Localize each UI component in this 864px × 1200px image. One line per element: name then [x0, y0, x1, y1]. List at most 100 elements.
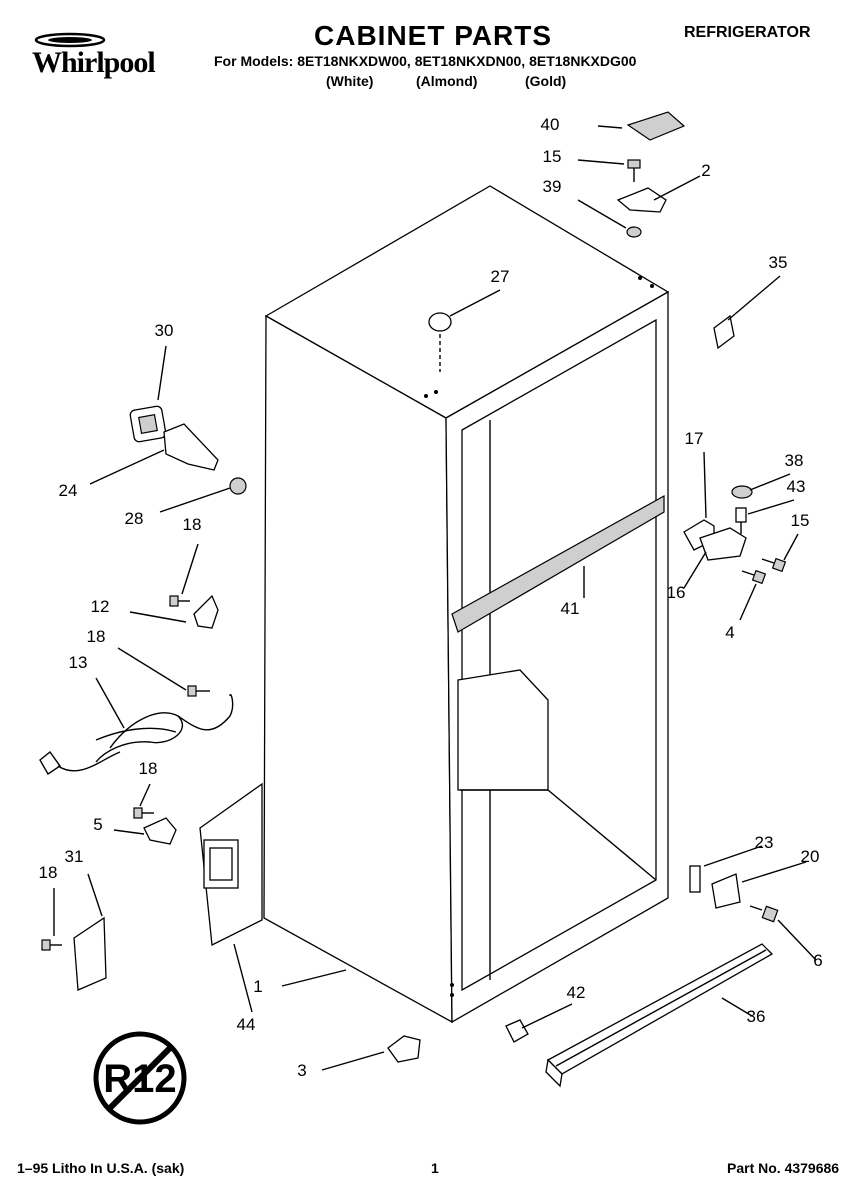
callout-part-15-side: 15: [791, 511, 810, 530]
leader-line-part-17: [703, 451, 707, 519]
brand-name: Whirlpool: [32, 46, 156, 79]
leader-line-part-27: [449, 289, 501, 317]
callout-part-2: 2: [701, 161, 710, 180]
leader-line-part-18-b: [117, 647, 187, 691]
document-title: CABINET PARTS: [314, 20, 553, 51]
leader-line-part-31: [87, 873, 103, 917]
part-28: [229, 477, 247, 495]
callout-part-20: 20: [801, 847, 820, 866]
leader-line-part-23: [703, 845, 763, 867]
leader-line-part-3: [321, 1051, 385, 1071]
print-info: 1–95 Litho In U.S.A. (sak): [17, 1160, 185, 1176]
appliance-category: REFRIGERATOR: [684, 24, 811, 41]
leader-line-part-39: [577, 199, 627, 229]
part-2: [616, 187, 667, 213]
leader-line-part-40: [597, 125, 623, 129]
color-label-gold: (Gold): [525, 73, 567, 89]
callout-part-24: 24: [59, 481, 78, 500]
part-18-c: [133, 807, 154, 819]
page-number: 1: [431, 1160, 439, 1176]
leader-line-part-20: [741, 861, 807, 883]
callout-part-18-b: 18: [87, 627, 106, 646]
leader-line-part-43: [747, 499, 795, 515]
part-39: [626, 226, 642, 238]
leader-line-part-6: [777, 919, 817, 961]
leader-line-part-12: [129, 611, 187, 623]
part-16: [699, 527, 747, 561]
callout-part-41: 41: [561, 599, 580, 618]
part-31: [73, 916, 107, 991]
callout-part-15-top: 15: [543, 147, 562, 166]
callout-part-38: 38: [785, 451, 804, 470]
callout-part-6: 6: [813, 951, 822, 970]
part-35: [713, 314, 735, 350]
part-27: [428, 312, 452, 332]
leader-line-part-30: [157, 345, 167, 401]
part-6: [749, 905, 779, 923]
part-38: [731, 485, 753, 499]
callout-layer: 40 15 2 39 35 27 30 24 28 18 12 18 13 18 5 31 18 17 38 4 3 15…: [39, 115, 823, 1080]
part-42: [505, 1019, 529, 1043]
callout-part-18-a: 18: [183, 515, 202, 534]
callout-part-28: 28: [125, 509, 144, 528]
part-13: [39, 693, 234, 775]
callout-part-5: 5: [93, 815, 102, 834]
callout-part-3: 3: [297, 1061, 306, 1080]
whirlpool-logo: Whirlpool: [20, 30, 190, 80]
r12-prohibited-badge: R12: [93, 1031, 187, 1125]
color-label-almond: (Almond): [416, 73, 478, 89]
callout-part-36: 36: [747, 1007, 766, 1026]
badge-label: R12: [103, 1057, 176, 1101]
leader-line-part-18-a: [181, 543, 199, 595]
part-1: [263, 185, 670, 1024]
part-18-b: [187, 685, 210, 697]
leader-line-part-44: [233, 943, 253, 1013]
callout-part-39: 39: [543, 177, 562, 196]
leader-line-part-24: [89, 449, 165, 485]
callout-part-35: 35: [769, 253, 788, 272]
leader-line-part-5: [113, 829, 145, 835]
part-15-top: [627, 159, 641, 182]
leader-line-part-38: [749, 473, 791, 491]
part-4: [741, 569, 767, 585]
leader-line-part-4: [739, 583, 757, 621]
leader-line-part-15-top: [577, 159, 625, 165]
part-43: [735, 507, 747, 534]
leader-line-part-28: [159, 487, 231, 513]
leader-line-part-35: [727, 275, 781, 321]
color-label-white: (White): [326, 73, 374, 89]
part-5: [143, 817, 177, 845]
callout-part-44: 44: [237, 1015, 256, 1034]
callout-part-1: 1: [253, 977, 262, 996]
part-number: Part No. 4379686: [727, 1160, 840, 1176]
leader-line-part-16: [683, 551, 707, 589]
callout-part-30: 30: [155, 321, 174, 340]
part-12: [193, 594, 219, 629]
callout-part-31: 31: [65, 847, 84, 866]
model-numbers: For Models: 8ET18NKXDW00, 8ET18NKXDN00, …: [214, 53, 637, 69]
leader-line-part-2: [653, 175, 701, 201]
callout-part-42: 42: [567, 983, 586, 1002]
callout-part-40: 40: [541, 115, 560, 134]
callout-part-18-d: 18: [39, 863, 58, 882]
callout-part-27: 27: [491, 267, 510, 286]
part-3: [387, 1035, 421, 1063]
leader-line-part-13: [95, 677, 125, 729]
part-41: [451, 494, 665, 633]
callout-part-16: 16: [667, 583, 686, 602]
leader-line-part-15-side: [783, 533, 799, 561]
callout-part-13: 13: [69, 653, 88, 672]
callout-part-18-c: 18: [139, 759, 158, 778]
part-40: [626, 111, 686, 141]
callout-part-23: 23: [755, 833, 774, 852]
part-30: [129, 405, 167, 443]
part-23: [689, 865, 701, 893]
part-44: [199, 782, 263, 947]
callout-part-17: 17: [685, 429, 704, 448]
part-24: [163, 423, 219, 471]
part-36: [545, 943, 774, 1088]
part-20: [711, 873, 741, 909]
callout-part-4: 4: [725, 623, 734, 642]
callout-part-12: 12: [91, 597, 110, 616]
